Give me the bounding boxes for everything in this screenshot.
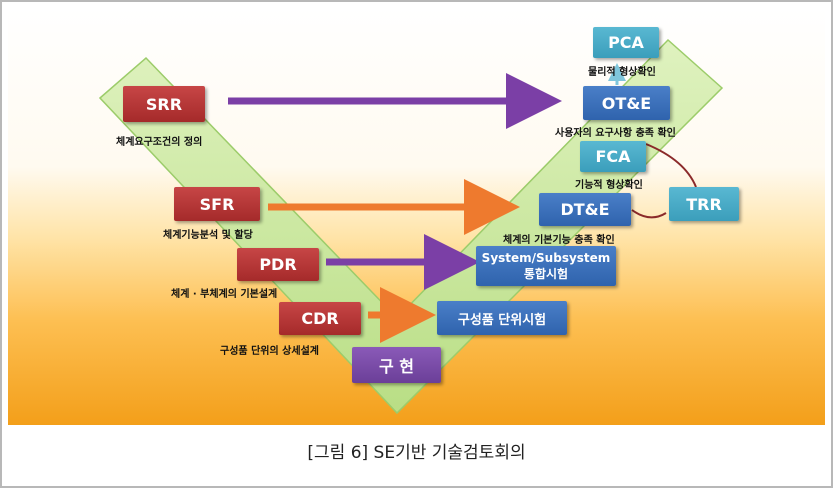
system-subsystem-test-box: System/Subsystem 통합시험 <box>476 246 616 286</box>
pca-box: PCA <box>593 27 659 58</box>
fca-label: 기능적 형상확인 <box>575 180 643 191</box>
pca-label: 물리적 형상확인 <box>588 67 656 78</box>
unit-test-box: 구성품 단위시험 <box>437 301 567 335</box>
implementation-box: 구 현 <box>352 347 441 383</box>
trr-connector-top <box>645 143 697 188</box>
fca-box: FCA <box>580 141 646 172</box>
cdr-box: CDR <box>279 302 361 335</box>
trr-box: TRR <box>669 187 739 221</box>
system-subsystem-line1: System/Subsystem <box>481 251 611 265</box>
ote-box: OT&E <box>583 86 670 120</box>
pdr-box: PDR <box>237 248 319 281</box>
dte-box: DT&E <box>539 193 631 226</box>
figure-caption: [그림 6] SE기반 기술검토회의 <box>307 443 526 463</box>
dte-label: 체계의 기본기능 충족 확인 <box>503 235 615 246</box>
cdr-label: 구성품 단위의 상세설계 <box>220 346 319 357</box>
ote-label: 사용자의 요구사항 충족 확인 <box>555 128 676 139</box>
trr-connector-bottom <box>631 209 667 219</box>
sfr-label: 체계기능분석 및 할당 <box>163 230 253 241</box>
srr-label: 체계요구조건의 정의 <box>116 137 203 148</box>
srr-box: SRR <box>123 86 205 122</box>
pdr-label: 체계 · 부체계의 기본설계 <box>171 289 278 300</box>
sfr-box: SFR <box>174 187 260 221</box>
system-subsystem-line2: 통합시험 <box>523 267 569 281</box>
